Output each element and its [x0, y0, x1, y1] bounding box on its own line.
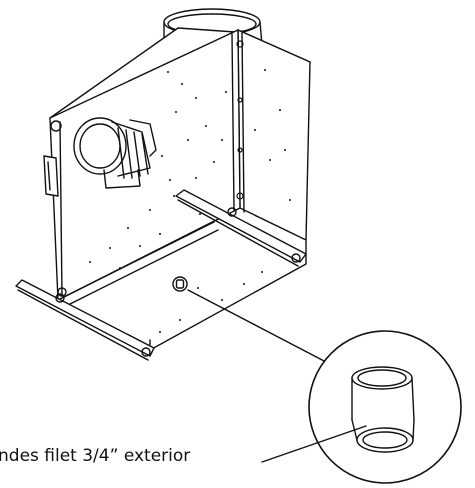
handle: [43, 120, 67, 297]
label-leader-line: [261, 425, 367, 463]
detail-magnifier: [308, 330, 462, 484]
motor: [73, 117, 157, 189]
drain-fitting: [172, 276, 188, 292]
support-rails: [15, 189, 307, 361]
surface-rivets: [89, 69, 291, 333]
cabinet-housing: [49, 27, 311, 351]
detail-leader-line: [187, 289, 327, 363]
callout-label: ndes filet 3/4” exterior: [0, 446, 191, 466]
